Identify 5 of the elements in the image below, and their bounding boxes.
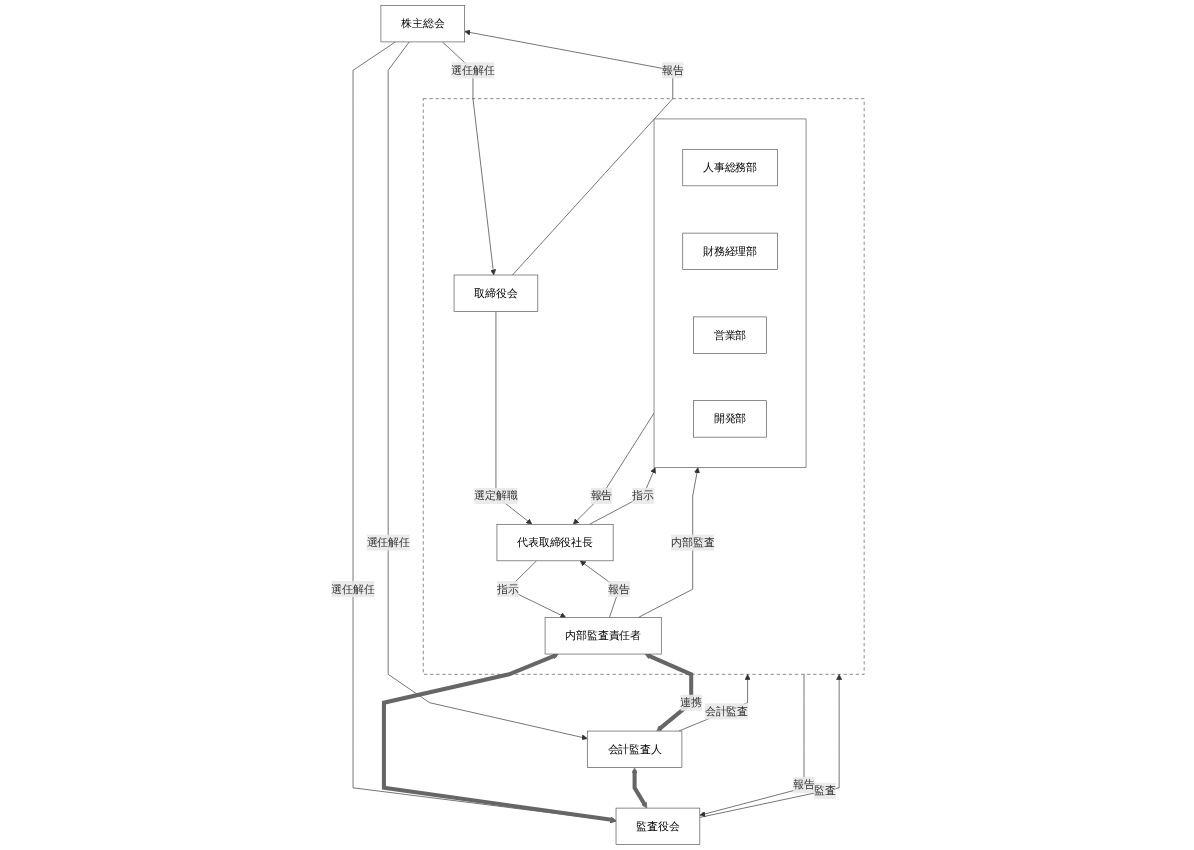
arrow xyxy=(381,653,616,823)
cluster xyxy=(422,98,864,675)
arrow xyxy=(630,767,647,809)
cluster xyxy=(652,118,806,468)
arrow xyxy=(644,653,693,732)
